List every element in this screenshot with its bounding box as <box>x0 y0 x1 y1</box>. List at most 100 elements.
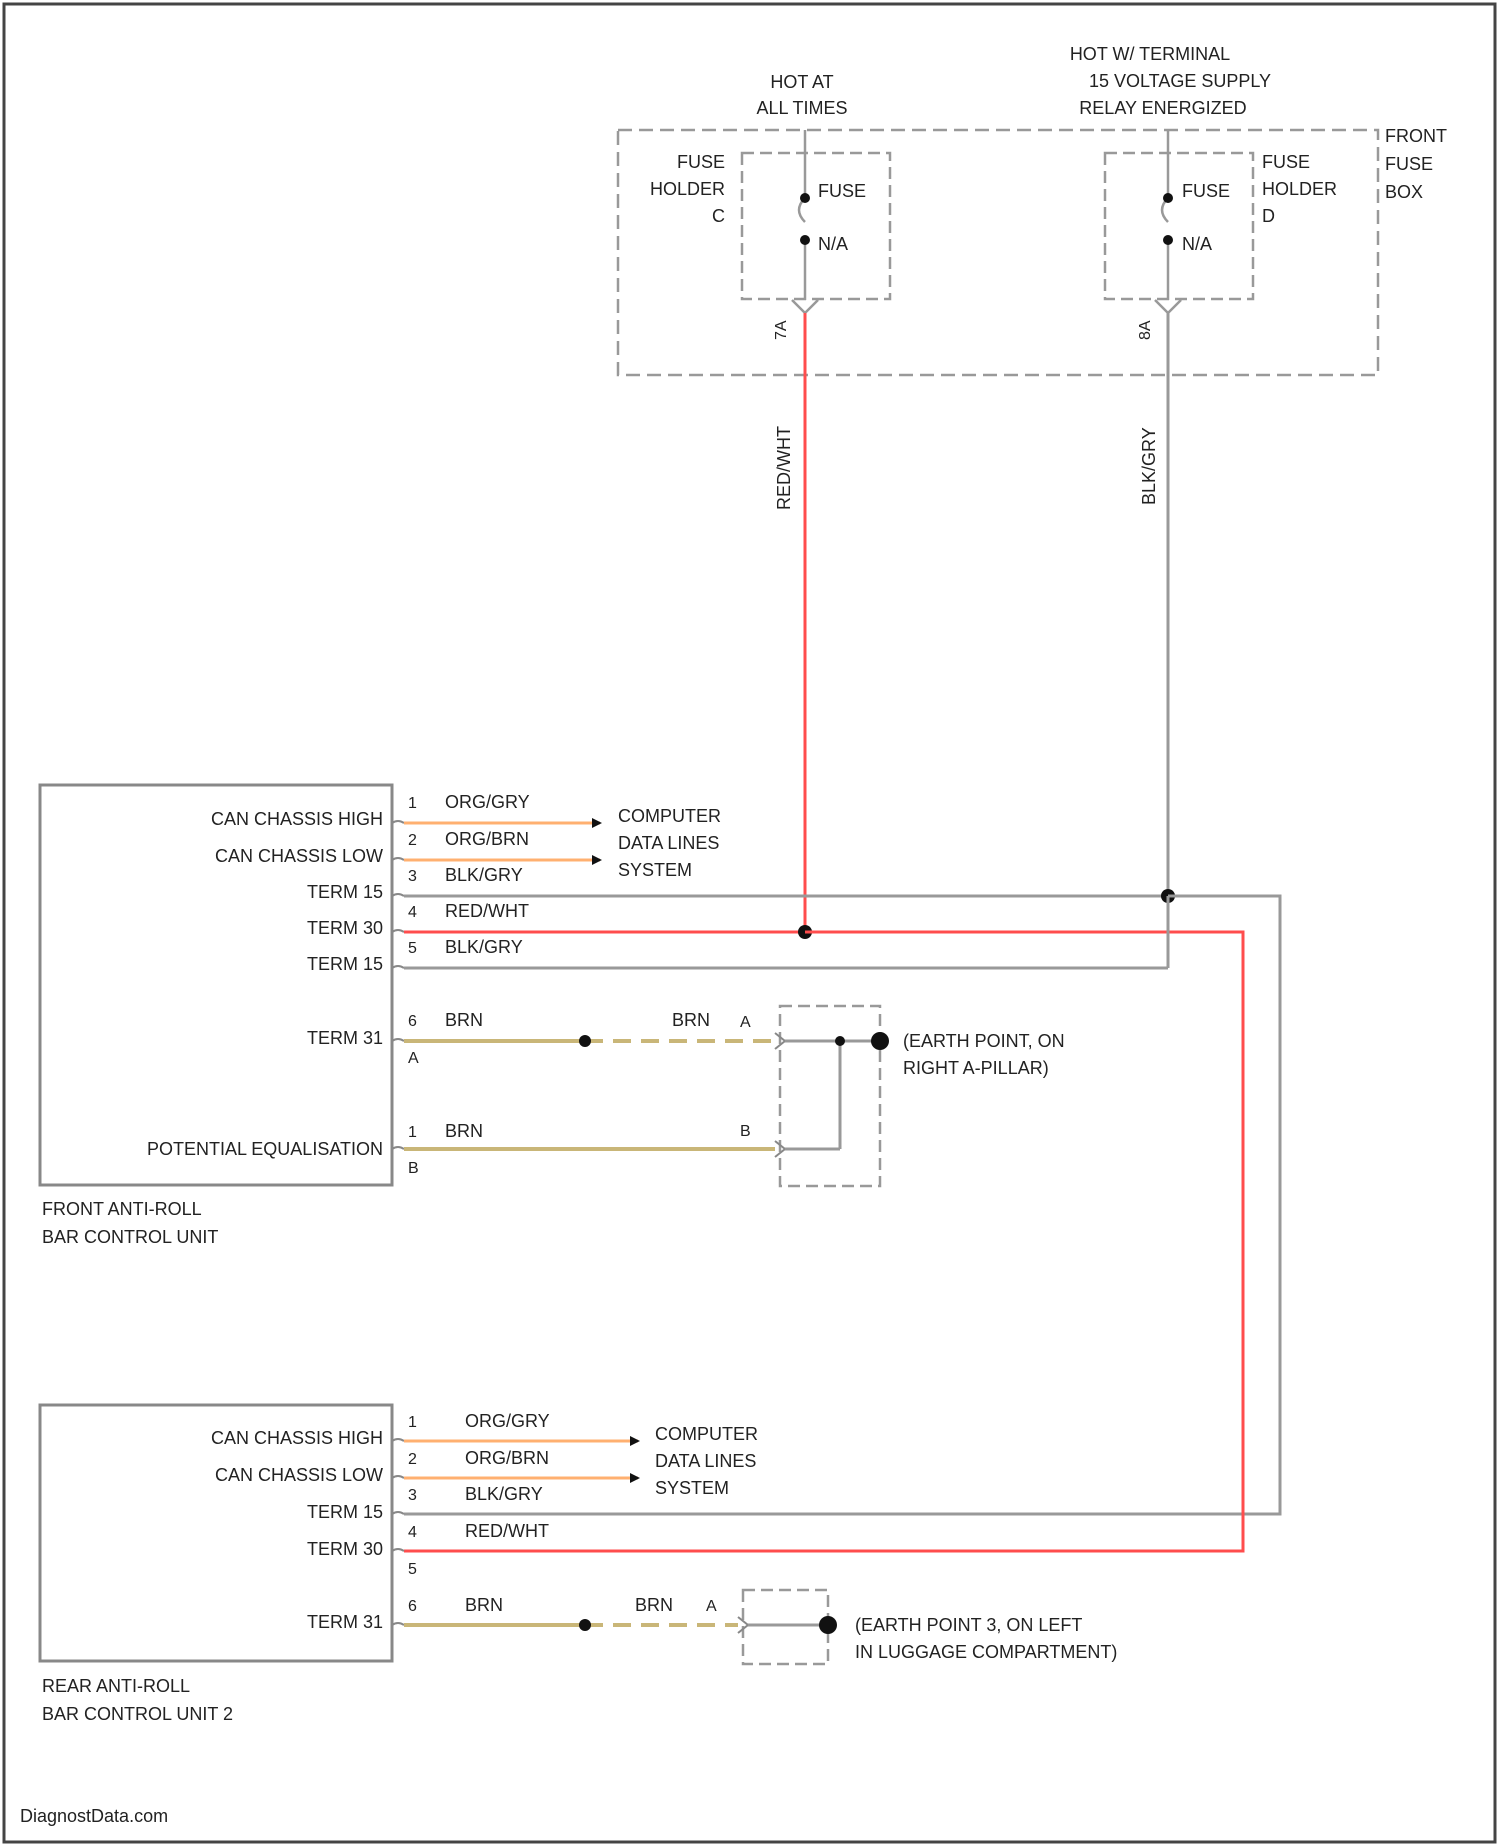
rear-signal-term30: TERM 30 <box>307 1539 383 1559</box>
rear-signal-term15: TERM 15 <box>307 1502 383 1522</box>
wire-gray-supply-label: BLK/GRY <box>1139 427 1159 505</box>
front-signal-term15a: TERM 15 <box>307 882 383 902</box>
front-signal-can-low: CAN CHASSIS LOW <box>215 846 383 866</box>
hot-term15-1: HOT W/ TERMINAL <box>1070 44 1230 64</box>
svg-text:ORG/GRY: ORG/GRY <box>445 792 530 812</box>
front-caption-1: FRONT ANTI-ROLL <box>42 1199 202 1219</box>
front-caption-2: BAR CONTROL UNIT <box>42 1227 218 1247</box>
front-data-lines-3: SYSTEM <box>618 860 692 880</box>
rear-ground-connector-outline <box>743 1590 828 1664</box>
svg-text:5: 5 <box>408 1561 417 1578</box>
front-ground-connector-outline <box>780 1006 880 1186</box>
svg-text:A: A <box>740 1014 751 1031</box>
front-signal-term30: TERM 30 <box>307 918 383 938</box>
rear-data-lines-1: COMPUTER <box>655 1424 758 1444</box>
fuse-right-terminal: 8A <box>1137 320 1154 340</box>
fuse-right-outline <box>1105 153 1253 299</box>
svg-text:BLK/GRY: BLK/GRY <box>445 865 523 885</box>
front-ground-point <box>871 1032 889 1050</box>
fuse-right-rating: N/A <box>1182 234 1212 254</box>
svg-text:1: 1 <box>408 1124 417 1141</box>
fuse-left-outline <box>742 153 890 299</box>
hot-term15-3: RELAY ENERGIZED <box>1079 98 1246 118</box>
rear-caption-2: BAR CONTROL UNIT 2 <box>42 1704 233 1724</box>
fuse-box-label-2: FUSE <box>1385 154 1433 174</box>
svg-text:BRN: BRN <box>465 1595 503 1615</box>
front-signal-can-high: CAN CHASSIS HIGH <box>211 809 383 829</box>
fuse-right-holder-3: D <box>1262 206 1275 226</box>
splice-brn-front <box>579 1035 591 1047</box>
fuse-left: FUSE HOLDER C FUSE N/A 7A <box>650 130 890 340</box>
svg-text:5: 5 <box>408 940 417 957</box>
svg-text:6: 6 <box>408 1013 417 1030</box>
rear-caption-1: REAR ANTI-ROLL <box>42 1676 190 1696</box>
front-ground-connector: A B (EARTH POINT, ON RIGHT A-PILLAR) <box>740 1006 1065 1186</box>
rear-ground-connector: A (EARTH POINT 3, ON LEFT IN LUGGAGE COM… <box>706 1590 1117 1664</box>
rear-signal-can-high: CAN CHASSIS HIGH <box>211 1428 383 1448</box>
front-unit-box <box>40 785 392 1185</box>
fuse-left-rating: N/A <box>818 234 848 254</box>
front-signal-term31: TERM 31 <box>307 1028 383 1048</box>
supply-labels: HOT AT ALL TIMES HOT W/ TERMINAL 15 VOLT… <box>756 44 1271 118</box>
svg-text:RED/WHT: RED/WHT <box>465 1521 549 1541</box>
rear-control-unit: CAN CHASSIS HIGH CAN CHASSIS LOW TERM 15… <box>40 1405 392 1724</box>
svg-text:ORG/BRN: ORG/BRN <box>465 1448 549 1468</box>
front-data-lines-1: COMPUTER <box>618 806 721 826</box>
svg-text:RED/WHT: RED/WHT <box>445 901 529 921</box>
fuse-left-name: FUSE <box>818 181 866 201</box>
front-wires <box>392 821 1280 1149</box>
svg-text:BRN: BRN <box>445 1010 483 1030</box>
svg-text:BRN: BRN <box>635 1595 673 1615</box>
hot-at-all-times-1: HOT AT <box>770 72 833 92</box>
hot-term15-2: 15 VOLTAGE SUPPLY <box>1089 71 1271 91</box>
front-control-unit: CAN CHASSIS HIGH CAN CHASSIS LOW TERM 15… <box>40 785 392 1247</box>
front-signal-term15b: TERM 15 <box>307 954 383 974</box>
svg-text:BRN: BRN <box>672 1010 710 1030</box>
fuse-right-name: FUSE <box>1182 181 1230 201</box>
svg-text:2: 2 <box>408 832 417 849</box>
svg-text:1: 1 <box>408 1414 417 1431</box>
wire-red-supply-label: RED/WHT <box>774 426 794 510</box>
svg-text:BLK/GRY: BLK/GRY <box>465 1484 543 1504</box>
fuse-right-holder-2: HOLDER <box>1262 179 1337 199</box>
svg-text:B: B <box>408 1160 419 1177</box>
front-pins: 1 2 3 4 5 6 A 1 B <box>408 795 419 1177</box>
svg-text:A: A <box>408 1050 419 1067</box>
fuse-box-label-3: BOX <box>1385 182 1423 202</box>
fuse-left-holder-3: C <box>712 206 725 226</box>
watermark: DiagnostData.com <box>20 1806 168 1826</box>
fuse-left-holder-1: FUSE <box>677 152 725 172</box>
front-ground-label-1: (EARTH POINT, ON <box>903 1031 1065 1051</box>
rear-ground-label-2: IN LUGGAGE COMPARTMENT) <box>855 1642 1117 1662</box>
svg-text:4: 4 <box>408 904 417 921</box>
fuse-right-holder-1: FUSE <box>1262 152 1310 172</box>
svg-text:BRN: BRN <box>445 1121 483 1141</box>
fuse-left-holder-2: HOLDER <box>650 179 725 199</box>
svg-text:2: 2 <box>408 1451 417 1468</box>
svg-text:ORG/BRN: ORG/BRN <box>445 829 529 849</box>
svg-text:3: 3 <box>408 1487 417 1504</box>
front-signal-pot-eq: POTENTIAL EQUALISATION <box>147 1139 383 1159</box>
fuse-left-terminal: 7A <box>773 320 790 340</box>
rear-data-lines-2: DATA LINES <box>655 1451 756 1471</box>
diagram-frame <box>4 4 1495 1842</box>
svg-text:3: 3 <box>408 868 417 885</box>
splice-brn-rear <box>579 1619 591 1631</box>
svg-text:BLK/GRY: BLK/GRY <box>445 937 523 957</box>
rear-ground-point <box>819 1616 837 1634</box>
front-ground-label-2: RIGHT A-PILLAR) <box>903 1058 1049 1078</box>
rear-data-lines-3: SYSTEM <box>655 1478 729 1498</box>
svg-text:6: 6 <box>408 1598 417 1615</box>
rear-signal-term31: TERM 31 <box>307 1612 383 1632</box>
fuse-box-label-1: FRONT <box>1385 126 1447 146</box>
rear-signal-can-low: CAN CHASSIS LOW <box>215 1465 383 1485</box>
svg-text:1: 1 <box>408 795 417 812</box>
svg-text:A: A <box>706 1598 717 1615</box>
hot-at-all-times-2: ALL TIMES <box>756 98 847 118</box>
svg-text:ORG/GRY: ORG/GRY <box>465 1411 550 1431</box>
rear-ground-label-1: (EARTH POINT 3, ON LEFT <box>855 1615 1082 1635</box>
fuse-right: FUSE HOLDER D FUSE N/A 8A <box>1105 130 1337 340</box>
svg-text:B: B <box>740 1123 751 1140</box>
front-data-lines-2: DATA LINES <box>618 833 719 853</box>
